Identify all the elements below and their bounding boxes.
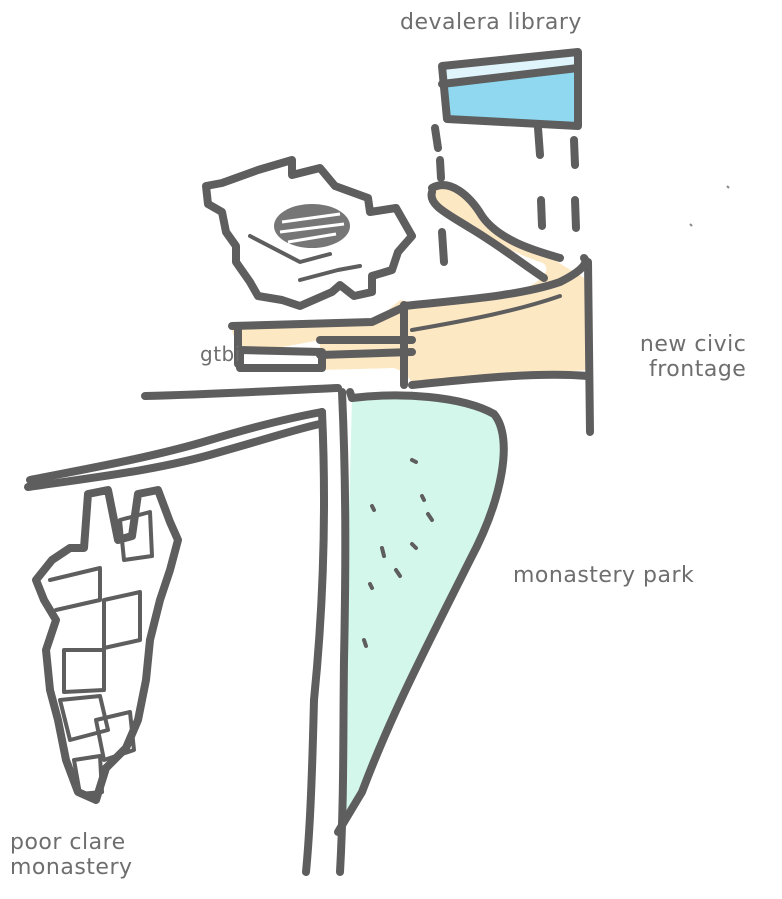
poor-clare-monastery [32, 486, 182, 804]
monastery-label: poor clare monastery [10, 830, 133, 881]
route-lines [24, 384, 356, 876]
civic-frontage [228, 181, 594, 436]
civic-label-line1: new civic [639, 332, 747, 357]
projection-dashes [431, 124, 580, 266]
park-trees [362, 458, 434, 648]
gtbi-label: gtbi [200, 342, 241, 366]
clare-label-line1: poor clare [10, 830, 126, 855]
civic-frontage-label: new civic frontage [635, 332, 746, 383]
monastery-park [334, 391, 508, 836]
clare-label-line2: monastery [10, 855, 133, 881]
library-label: devalera library [400, 10, 582, 35]
civic-label-line2: frontage [649, 357, 747, 383]
gtbi-building [202, 156, 416, 310]
library-block [438, 48, 582, 130]
park-label: monastery park [513, 563, 695, 588]
